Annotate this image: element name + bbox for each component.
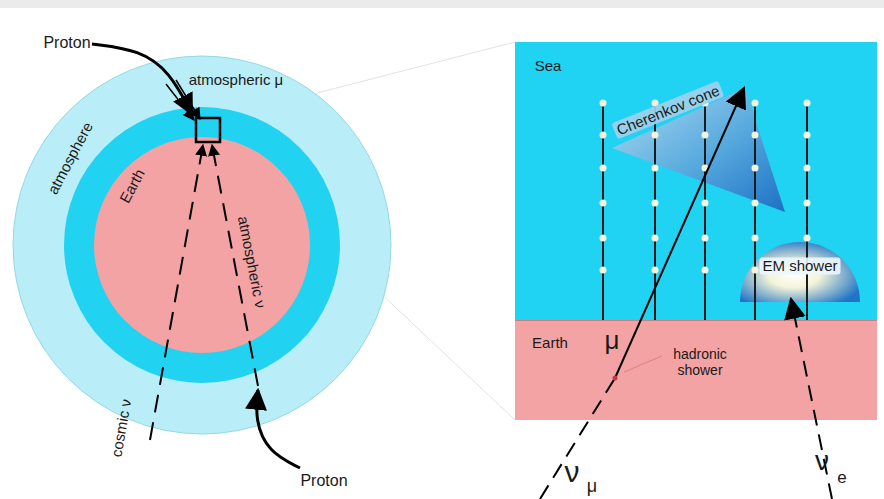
earth-circle: Earth xyxy=(94,137,310,353)
optical-module xyxy=(804,200,811,207)
optical-module xyxy=(702,235,709,242)
optical-module xyxy=(600,132,607,139)
detector-string xyxy=(754,100,756,320)
optical-module xyxy=(652,165,659,172)
neutrino-symbol: ν xyxy=(815,445,829,477)
ocean-ring xyxy=(64,107,340,383)
earth-disc xyxy=(94,137,310,353)
detector-string xyxy=(806,100,808,320)
optical-module xyxy=(804,267,811,274)
optical-module xyxy=(702,165,709,172)
optical-module xyxy=(702,100,709,107)
muon-track xyxy=(166,84,194,120)
seabed-line xyxy=(515,320,877,321)
neutrino-subscript: e xyxy=(837,468,846,488)
optical-module xyxy=(600,165,607,172)
shower-label: hadronic shower xyxy=(661,346,739,378)
sea-fill xyxy=(515,42,877,320)
em-shower: EM shower xyxy=(738,234,864,306)
optical-module xyxy=(600,100,607,107)
proton-track xyxy=(92,44,192,114)
optical-module xyxy=(752,267,759,274)
node-label: Earth xyxy=(532,334,568,351)
optical-module xyxy=(752,235,759,242)
optical-module xyxy=(702,132,709,139)
detector-string xyxy=(704,100,706,320)
interaction-vertex xyxy=(613,376,618,381)
neutrino-path xyxy=(540,378,615,499)
detector-string xyxy=(602,100,604,320)
neutrino-path xyxy=(150,145,203,440)
ground-fill xyxy=(515,320,877,420)
top-strip xyxy=(0,0,884,8)
optical-module xyxy=(600,200,607,207)
optical-module xyxy=(702,200,709,207)
optical-module xyxy=(652,200,659,207)
sea-region: Cherenkov cone EM shower Sea xyxy=(515,42,877,320)
neutrino-path xyxy=(212,145,258,386)
optical-module xyxy=(652,100,659,107)
optical-module xyxy=(600,235,607,242)
atmosphere-band: Earthatmosphere xyxy=(12,55,392,435)
optical-module xyxy=(752,132,759,139)
optical-module xyxy=(804,100,811,107)
optical-module xyxy=(600,267,607,274)
atmosphere-shell xyxy=(13,56,391,434)
proton-track xyxy=(257,390,300,468)
optical-module xyxy=(804,132,811,139)
particle-label: Proton xyxy=(300,472,347,490)
muon-track xyxy=(615,88,744,378)
particle-label: Proton xyxy=(43,34,90,52)
muon-track xyxy=(176,80,200,119)
optical-module xyxy=(652,235,659,242)
shower-dome xyxy=(740,242,860,302)
node-label: EM shower xyxy=(759,257,840,274)
optical-module xyxy=(752,100,759,107)
optical-module xyxy=(804,165,811,172)
cherenkov-cone: Cherenkov cone xyxy=(606,84,790,216)
optical-module xyxy=(702,267,709,274)
optical-module xyxy=(804,235,811,242)
detector-string xyxy=(654,100,656,320)
neutrino-path xyxy=(791,299,832,499)
optical-module xyxy=(652,132,659,139)
neutrino-symbol: ν xyxy=(565,455,580,490)
detector-box xyxy=(196,118,220,142)
optical-module xyxy=(652,267,659,274)
neutrino-subscript: μ xyxy=(587,475,597,496)
node-outline xyxy=(94,137,310,353)
muon-symbol: μ xyxy=(605,326,620,356)
node-label: Sea xyxy=(535,57,562,74)
leader-line xyxy=(624,356,662,372)
optical-module xyxy=(752,165,759,172)
optical-module xyxy=(752,200,759,207)
particle-label: atmospheric μ xyxy=(189,71,284,88)
